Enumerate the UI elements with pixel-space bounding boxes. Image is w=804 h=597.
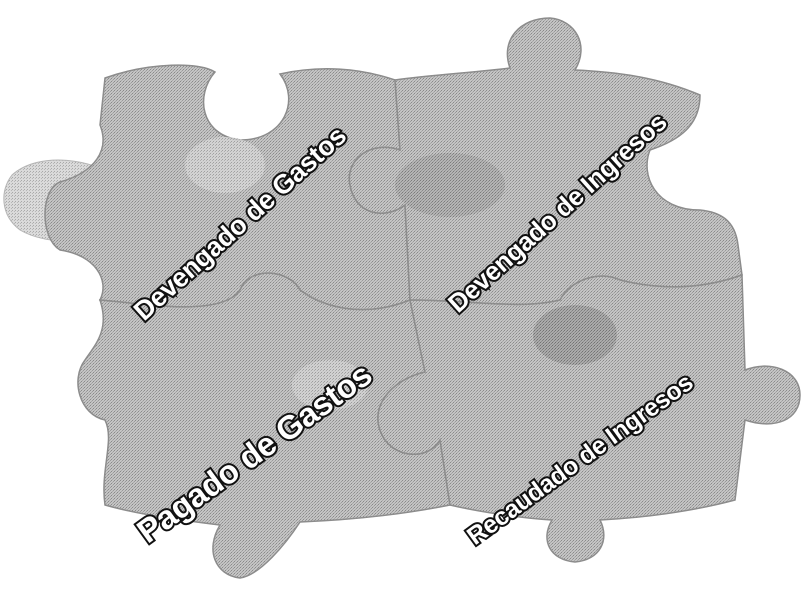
puzzle-shadow-knob-upper <box>395 153 505 217</box>
puzzle-piece-bottom-right <box>377 273 801 563</box>
puzzle-shadow-knob-lower <box>292 360 368 410</box>
puzzle-piece-bottom-left <box>77 272 451 579</box>
puzzle-shadow-knob-left <box>185 137 265 193</box>
puzzle-piece-top-right <box>348 17 743 306</box>
puzzle-shadow-knob-center <box>533 305 617 365</box>
